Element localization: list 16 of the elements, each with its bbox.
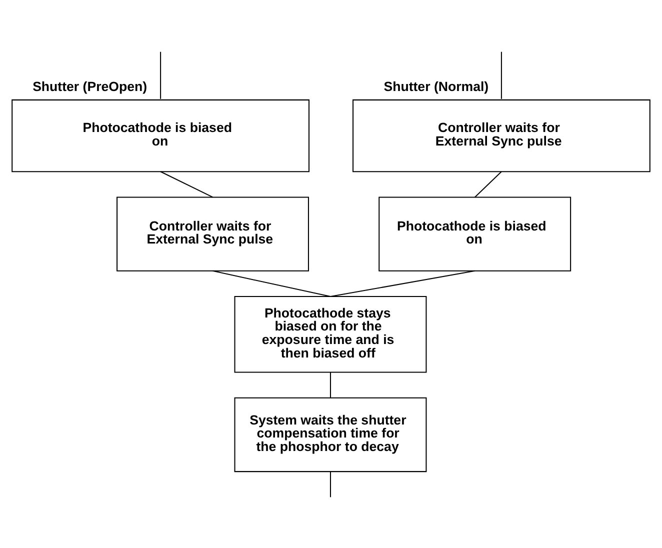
node-box: System waits the shutter compensation time for the phosphor to decay: [234, 396, 427, 472]
node-label: Shutter (Normal): [384, 78, 489, 94]
connector: [330, 471, 331, 497]
connector: [212, 270, 331, 297]
connector: [160, 170, 213, 198]
node-box: Photocathode is biased on: [378, 196, 572, 271]
node-box: Controller waits for External Sync pulse: [352, 98, 650, 172]
node-box: Photocathode stays biased on for the exposure time and is then biased off: [234, 296, 427, 372]
connector: [474, 170, 502, 198]
node-label: Shutter (PreOpen): [32, 78, 148, 94]
connector: [330, 270, 475, 297]
connector: [160, 51, 162, 98]
node-box: Controller waits for External Sync pulse: [116, 196, 309, 271]
connector: [330, 372, 331, 398]
node-box: Photocathode is biased on: [12, 98, 310, 172]
connector: [500, 51, 502, 98]
